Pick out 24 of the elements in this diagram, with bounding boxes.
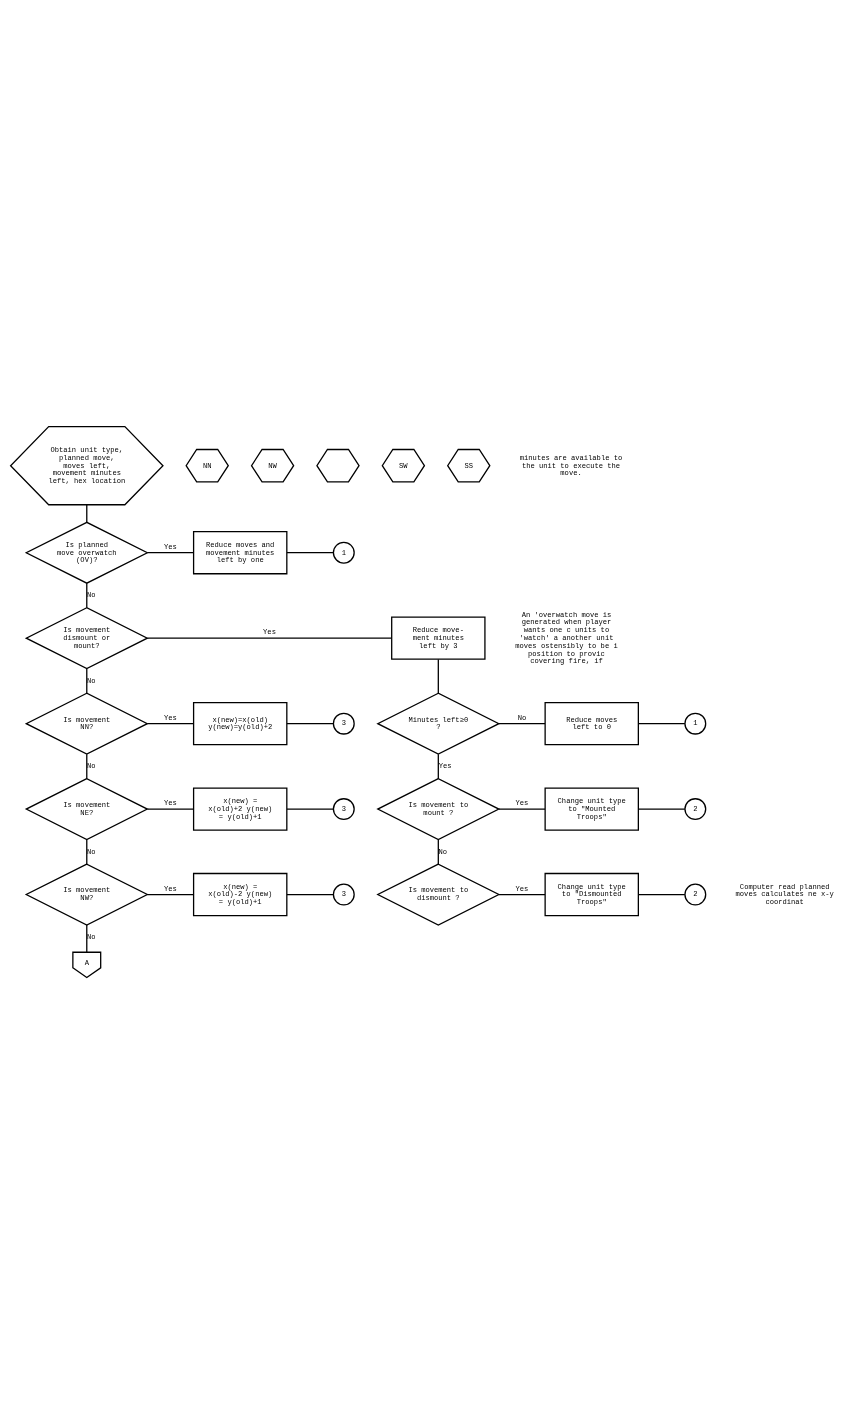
connector [86,582,88,609]
connector [498,808,546,810]
connector [498,723,546,725]
connector [86,924,88,953]
connector [86,668,88,694]
connector [286,552,334,554]
connector [437,839,439,865]
connector [146,552,195,554]
connector [437,753,439,780]
connector [637,723,686,725]
connector [637,893,686,896]
connector [286,808,334,810]
connector [146,808,195,810]
connector [86,753,88,780]
connector [437,658,439,694]
connector [146,893,195,896]
connector [498,893,546,896]
connector [286,723,334,725]
connector [86,839,88,865]
connector [146,723,195,725]
connector [637,808,686,810]
connector [286,893,334,896]
node-hexagon [316,448,360,483]
connector [146,637,393,639]
